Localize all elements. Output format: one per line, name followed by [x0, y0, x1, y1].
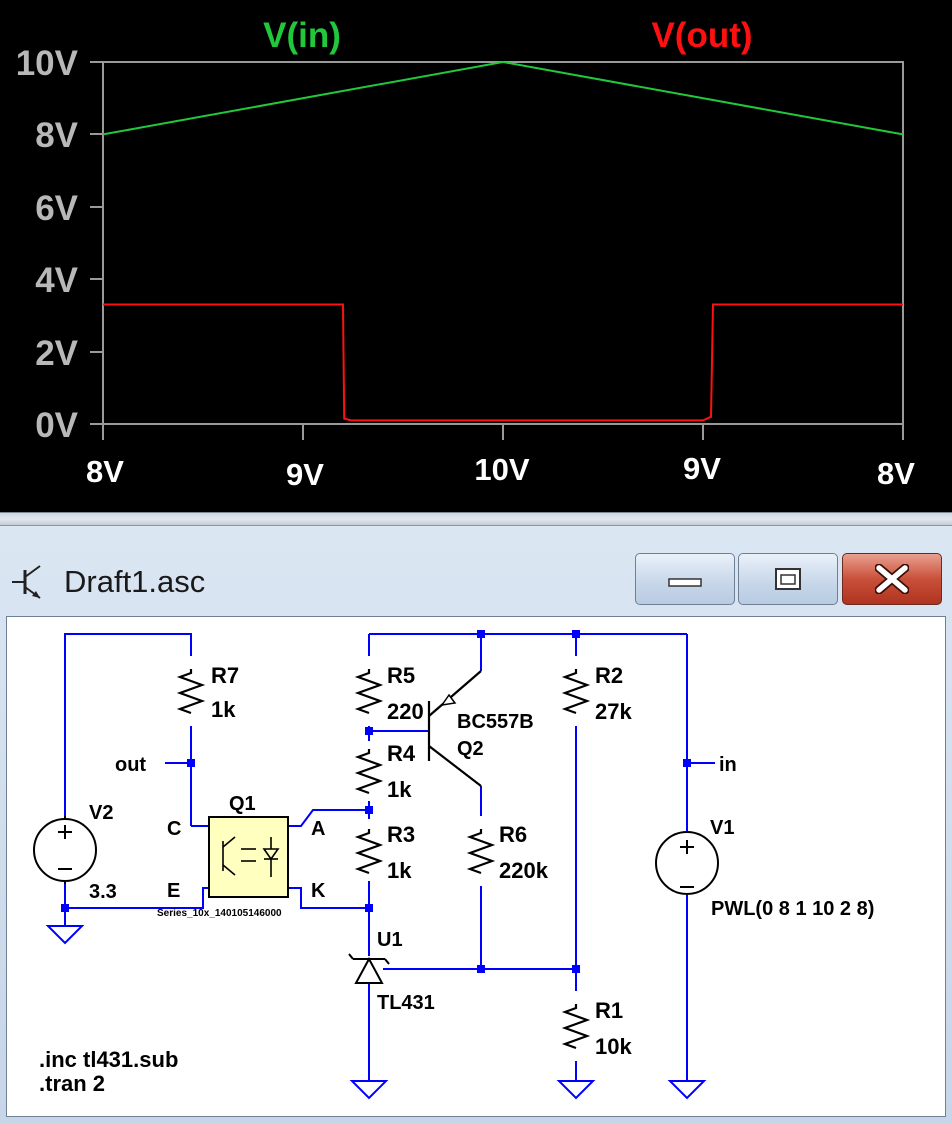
resistor-r3[interactable] [356, 827, 382, 875]
value-r2: 27k [595, 699, 632, 724]
pin-k-label: K [311, 880, 326, 902]
value-r7: 1k [211, 697, 236, 722]
value-r1: 10k [595, 1034, 632, 1059]
y-tick-label: 2V [35, 334, 78, 373]
pin-c-label: C [167, 818, 181, 840]
net-label-in[interactable]: in [719, 754, 737, 776]
x-tick-label: 10V [474, 452, 529, 487]
trace-vin-line[interactable] [102, 60, 904, 136]
schematic-canvas[interactable]: R7 1k R5 220 R4 1k R3 1k R6 220k R2 27k … [6, 616, 946, 1117]
pane-splitter[interactable] [0, 512, 952, 526]
schematic-drawing[interactable]: R7 1k R5 220 R4 1k R3 1k R6 220k R2 27k … [6, 616, 946, 1117]
maximize-button[interactable] [738, 553, 838, 605]
y-tick-label: 8V [35, 116, 78, 155]
minimize-button[interactable] [635, 553, 735, 605]
value-r5: 220 [387, 699, 424, 724]
close-button[interactable] [842, 553, 942, 605]
plot-frame [102, 61, 904, 425]
optocoupler-q1[interactable] [208, 816, 289, 898]
label-r4: R4 [387, 741, 416, 766]
label-v1: V1 [710, 817, 734, 839]
label-r2: R2 [595, 663, 623, 688]
y-tick-label: 4V [35, 261, 78, 300]
y-tick-label: 6V [35, 189, 78, 228]
label-q2: Q2 [457, 738, 484, 760]
resistor-r1[interactable] [563, 1002, 589, 1050]
window-title: Draft1.asc [64, 564, 206, 599]
waveform-plot[interactable]: V(in) V(out) 10V 8V 6V 4V 2V 0V 8V 9 [0, 0, 952, 512]
label-r7: R7 [211, 663, 239, 688]
model-u1: TL431 [377, 992, 435, 1014]
value-v2: 3.3 [89, 881, 117, 903]
trace-label-vin[interactable]: V(in) [263, 16, 341, 55]
value-v1: PWL(0 8 1 10 2 8) [711, 898, 874, 920]
resistor-r2[interactable] [563, 667, 589, 715]
value-r6: 220k [499, 858, 549, 883]
resistor-r4[interactable] [356, 747, 382, 795]
schematic-window[interactable]: Draft1.asc [0, 526, 952, 1123]
close-icon [875, 564, 909, 594]
label-q1: Q1 [229, 793, 256, 815]
maximize-icon [775, 568, 801, 590]
label-r5: R5 [387, 663, 415, 688]
waveform-plot-pane[interactable]: V(in) V(out) 10V 8V 6V 4V 2V 0V 8V 9 [0, 0, 952, 512]
x-tick-label: 8V [86, 454, 124, 489]
label-r6: R6 [499, 822, 527, 847]
value-r4: 1k [387, 777, 412, 802]
junction-dots [61, 630, 691, 973]
ground-symbol [47, 925, 83, 944]
x-tick-label: 9V [683, 451, 721, 486]
spice-directive-include[interactable]: .inc tl431.sub [39, 1047, 178, 1072]
model-q1: Series_10x_140105146000 [157, 908, 282, 919]
label-r3: R3 [387, 822, 415, 847]
resistor-r7[interactable] [178, 667, 204, 715]
value-r3: 1k [387, 858, 412, 883]
schematic-icon [12, 565, 41, 599]
transistor-q2[interactable] [427, 670, 482, 787]
resistor-r5[interactable] [356, 667, 382, 715]
voltage-source-v1[interactable] [655, 831, 719, 895]
x-axis: 8V 9V 10V 9V 8V [86, 424, 915, 492]
y-axis: 10V 8V 6V 4V 2V 0V [16, 44, 103, 445]
pin-e-label: E [167, 880, 180, 902]
label-r1: R1 [595, 998, 623, 1023]
minimize-icon [668, 578, 702, 587]
x-tick-label: 9V [286, 457, 324, 492]
voltage-source-v2[interactable] [33, 816, 97, 884]
trace-label-vout[interactable]: V(out) [651, 16, 752, 55]
pin-a-label: A [311, 818, 325, 840]
resistor-r6[interactable] [468, 827, 494, 875]
net-label-out[interactable]: out [115, 754, 146, 776]
shunt-regulator-u1[interactable] [348, 953, 390, 984]
ground-symbol [669, 1080, 705, 1099]
ground-symbol [558, 1080, 594, 1099]
x-tick-label: 8V [877, 456, 915, 491]
label-v2: V2 [89, 802, 113, 824]
ground-symbol [351, 1080, 387, 1099]
trace-vout-line[interactable] [103, 303, 903, 422]
component-labels: R7 1k R5 220 R4 1k R3 1k R6 220k R2 27k … [39, 663, 874, 1096]
spice-directive-tran[interactable]: .tran 2 [39, 1071, 105, 1096]
y-tick-label: 0V [35, 406, 78, 445]
label-u1: U1 [377, 929, 403, 951]
window-titlebar[interactable]: Draft1.asc [0, 526, 952, 614]
y-tick-label: 10V [16, 44, 79, 83]
model-q2: BC557B [457, 711, 534, 733]
